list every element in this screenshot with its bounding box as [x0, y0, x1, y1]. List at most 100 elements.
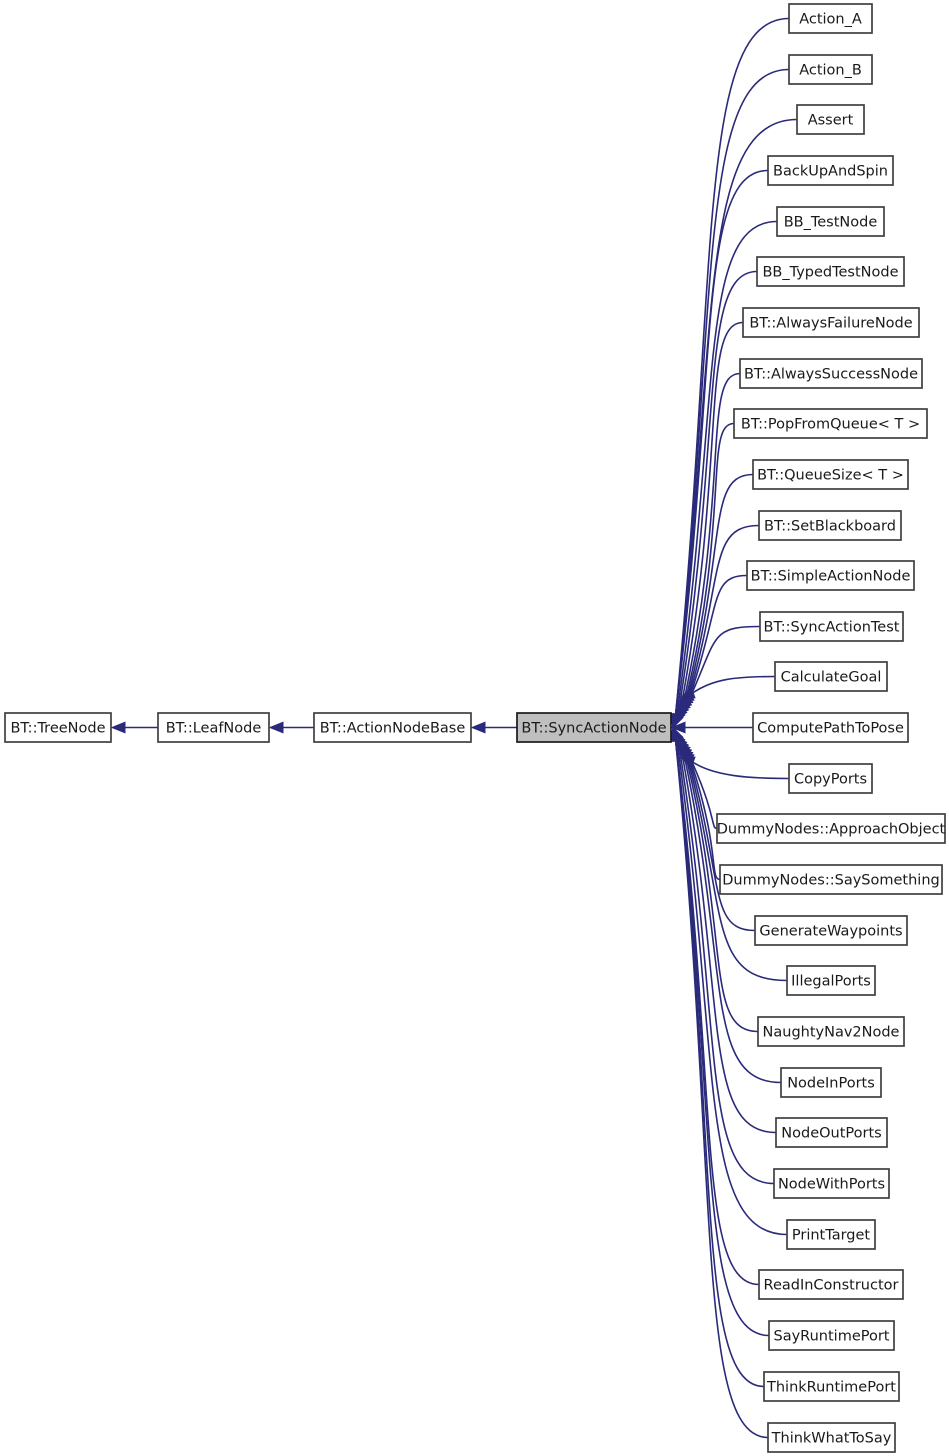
inheritance-edge-derived: [681, 744, 782, 1084]
node-box[interactable]: [746, 560, 915, 591]
node-box[interactable]: [768, 1320, 895, 1351]
inheritance-edge-derived: [675, 220, 778, 717]
node-box[interactable]: [788, 54, 873, 85]
nodes-layer: BT::TreeNode BT::LeafNode BT::ActionNodeBa…: [4, 3, 946, 1453]
node-box[interactable]: [759, 611, 904, 642]
node-label: BT::SyncActionNode: [521, 721, 666, 737]
node-box[interactable]: [776, 206, 885, 237]
node-label: BB_TestNode: [784, 215, 878, 231]
inheritance-edge-derived: [677, 270, 758, 717]
node-readinconstructor[interactable]: ReadInConstructor: [758, 1269, 904, 1300]
node-box[interactable]: [786, 965, 876, 996]
node-nodeoutports[interactable]: NodeOutPorts: [775, 1117, 888, 1148]
node-sayruntimeport[interactable]: SayRuntimePort: [768, 1320, 895, 1351]
node-nodeinports[interactable]: NodeInPorts: [780, 1067, 882, 1098]
node-label: BT::SyncActionTest: [764, 620, 900, 636]
inheritance-edge-derived: [690, 625, 761, 697]
node-label: NodeOutPorts: [781, 1126, 881, 1142]
inheritance-edge-derived: [681, 372, 741, 711]
node-dummynodes-saysomething[interactable]: DummyNodes::SaySomething: [719, 864, 943, 895]
node-box[interactable]: [719, 864, 943, 895]
node-illegalports[interactable]: IllegalPorts: [786, 965, 876, 996]
node-box[interactable]: [756, 256, 905, 287]
node-bt-syncactionnode[interactable]: BT::SyncActionNode: [516, 712, 672, 743]
node-box[interactable]: [775, 1117, 888, 1148]
node-dummynodes-approachobject[interactable]: DummyNodes::ApproachObject: [716, 813, 946, 844]
node-box[interactable]: [752, 712, 909, 743]
node-bb-testnode[interactable]: BB_TestNode: [776, 206, 885, 237]
node-bt-queuesize-t[interactable]: BT::QueueSize< T >: [752, 459, 909, 490]
node-copyports[interactable]: CopyPorts: [788, 763, 873, 794]
inheritance-edge-derived: [688, 756, 721, 881]
node-box[interactable]: [774, 661, 888, 692]
node-bb-typedtestnode[interactable]: BB_TypedTestNode: [756, 256, 905, 287]
inheritance-arrow-icon: [110, 721, 126, 734]
node-bt-syncactiontest[interactable]: BT::SyncActionTest: [759, 611, 904, 642]
inheritance-edge-derived: [691, 761, 790, 780]
node-bt-popfromqueue-t[interactable]: BT::PopFromQueue< T >: [733, 408, 928, 439]
inheritance-edge-derived: [679, 321, 744, 714]
node-label: BT::ActionNodeBase: [320, 721, 466, 737]
inheritance-edge-derived: [683, 747, 759, 1033]
node-label: SayRuntimePort: [774, 1329, 890, 1345]
inheritance-edge-derived: [675, 738, 788, 1236]
inheritance-arrow-icon: [670, 721, 686, 734]
node-box[interactable]: [763, 1371, 900, 1402]
node-bt-actionnodebase[interactable]: BT::ActionNodeBase: [313, 712, 472, 743]
node-box[interactable]: [788, 763, 873, 794]
node-calculategoal[interactable]: CalculateGoal: [774, 661, 888, 692]
node-naughtynav2node[interactable]: NaughtyNav2Node: [757, 1016, 905, 1047]
node-box[interactable]: [516, 712, 672, 743]
node-box[interactable]: [767, 1422, 896, 1453]
node-label: BB_TypedTestNode: [762, 265, 898, 281]
node-box[interactable]: [757, 1016, 905, 1047]
node-thinkwhattosay[interactable]: ThinkWhatToSay: [767, 1422, 896, 1453]
node-box[interactable]: [754, 915, 908, 946]
node-box[interactable]: [788, 3, 873, 34]
node-nodewithports[interactable]: NodeWithPorts: [773, 1168, 890, 1199]
node-label: DummyNodes::SaySomething: [722, 873, 939, 889]
node-bt-alwayssuccessnode[interactable]: BT::AlwaysSuccessNode: [739, 358, 923, 389]
node-action-a[interactable]: Action_A: [788, 3, 873, 34]
node-label: BT::SimpleActionNode: [751, 569, 911, 585]
node-box[interactable]: [739, 358, 923, 389]
node-bt-simpleactionnode[interactable]: BT::SimpleActionNode: [746, 560, 915, 591]
node-box[interactable]: [773, 1168, 890, 1199]
node-box[interactable]: [716, 813, 946, 844]
node-label: Action_B: [799, 63, 862, 79]
node-assert[interactable]: Assert: [796, 104, 865, 135]
node-backupandspin[interactable]: BackUpAndSpin: [767, 155, 894, 186]
node-box[interactable]: [758, 1269, 904, 1300]
node-box[interactable]: [4, 712, 112, 743]
node-box[interactable]: [767, 155, 894, 186]
inheritance-edge-derived: [688, 574, 748, 699]
node-box[interactable]: [758, 510, 902, 541]
node-box[interactable]: [733, 408, 928, 439]
node-thinkruntimeport[interactable]: ThinkRuntimePort: [763, 1371, 900, 1402]
node-label: BT::AlwaysFailureNode: [749, 316, 912, 332]
node-action-b[interactable]: Action_B: [788, 54, 873, 85]
node-label: BT::SetBlackboard: [764, 519, 896, 535]
edges-layer: [110, 17, 798, 1439]
inheritance-edge-derived: [684, 473, 754, 705]
node-computepathtopose[interactable]: ComputePathToPose: [752, 712, 909, 743]
node-box[interactable]: [742, 307, 920, 338]
inheritance-arrow-icon: [679, 687, 696, 699]
node-box[interactable]: [157, 712, 270, 743]
node-box[interactable]: [313, 712, 472, 743]
node-printtarget[interactable]: PrintTarget: [786, 1219, 876, 1250]
node-bt-alwaysfailurenode[interactable]: BT::AlwaysFailureNode: [742, 307, 920, 338]
node-label: Assert: [808, 113, 854, 129]
node-generatewaypoints[interactable]: GenerateWaypoints: [754, 915, 908, 946]
node-label: CopyPorts: [794, 772, 867, 788]
node-box[interactable]: [780, 1067, 882, 1098]
node-bt-setblackboard[interactable]: BT::SetBlackboard: [758, 510, 902, 541]
node-bt-leafnode[interactable]: BT::LeafNode: [157, 712, 270, 743]
node-label: NodeWithPorts: [778, 1177, 885, 1193]
node-box[interactable]: [786, 1219, 876, 1250]
node-label: PrintTarget: [792, 1228, 871, 1244]
node-box[interactable]: [752, 459, 909, 490]
node-box[interactable]: [796, 104, 865, 135]
node-bt-treenode[interactable]: BT::TreeNode: [4, 712, 112, 743]
inheritance-edge-derived: [686, 524, 760, 702]
